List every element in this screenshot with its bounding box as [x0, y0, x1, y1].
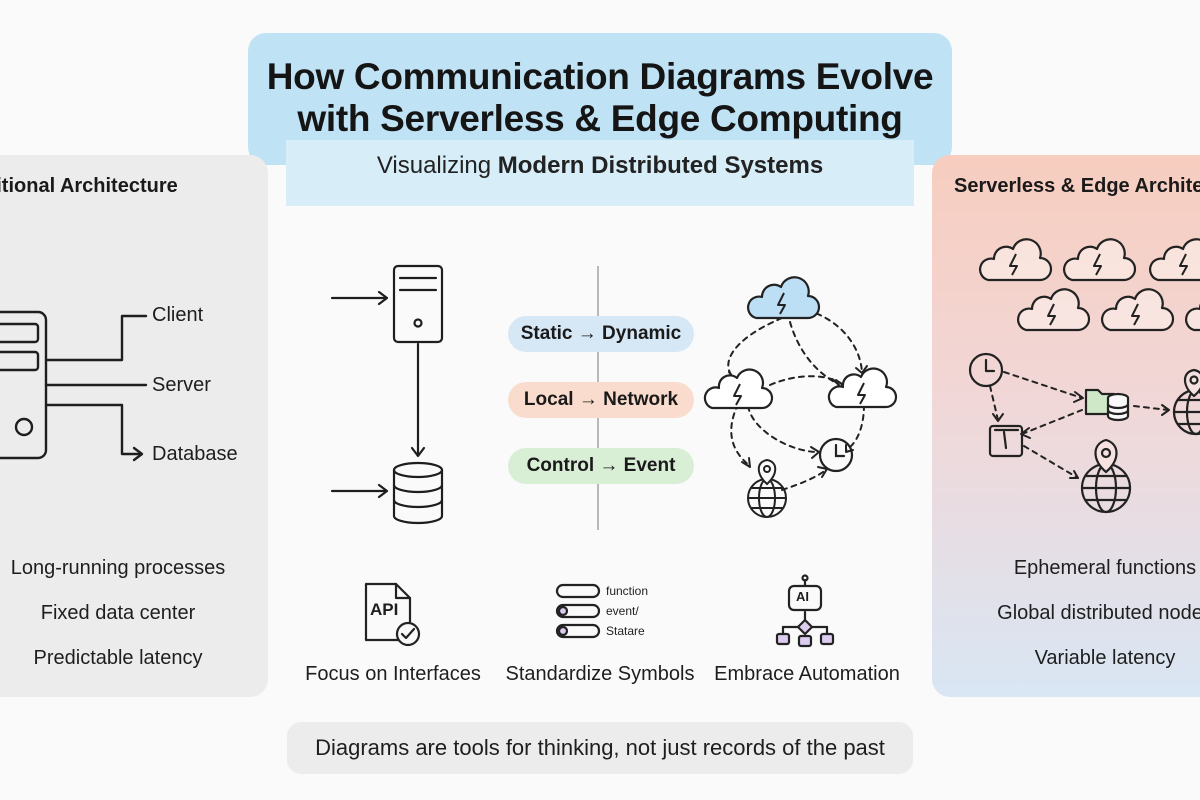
function-cloud-icon [1149, 238, 1200, 282]
page-title-line-1: How Communication Diagrams Evolve [266, 56, 934, 97]
symbol-label-function: function [606, 584, 649, 598]
serverless-edge-panel [932, 155, 1200, 697]
function-cloud-icon [1185, 303, 1200, 332]
traditional-architecture-panel [0, 155, 268, 697]
clock-icon [818, 437, 854, 473]
subtitle-prefix: Visualizing [376, 152, 498, 179]
edge-clock-icon [968, 352, 1004, 388]
subtitle-banner [286, 140, 914, 206]
edge-node-cube-icon [988, 424, 1024, 458]
left-panel-title: Traditional Architecture [0, 175, 178, 197]
edge-globe-pin-icon [1080, 438, 1132, 514]
footer-callout: Diagrams are tools for thinking, not jus… [287, 722, 913, 774]
center-database-icon [392, 461, 444, 525]
principle-automation: Embrace Automation [714, 663, 900, 685]
transition-local-network: Local → Network [508, 382, 694, 418]
function-cloud-icon [1101, 288, 1175, 332]
trait-long-running: Long-running processes [10, 557, 226, 579]
trait-ephemeral-functions: Ephemeral functions [1013, 557, 1197, 579]
ai-icon-label: AI [796, 589, 809, 604]
automation-robot-icon [775, 574, 835, 648]
trait-predictable-latency: Predictable latency [33, 647, 203, 669]
symbol-list-icon [555, 583, 601, 639]
symbol-label-state: Statare [606, 624, 645, 638]
cloud-top-icon [747, 276, 821, 320]
client-label: Client [152, 304, 204, 326]
globe-pin-icon [747, 458, 787, 518]
storage-database-icon [1106, 392, 1130, 422]
principle-interfaces: Focus on Interfaces [305, 663, 481, 685]
trait-global-nodes: Global distributed nodes [997, 602, 1200, 624]
center-server-icon [392, 264, 444, 344]
function-cloud-icon [979, 238, 1053, 282]
transition-static-dynamic: Static → Dynamic [508, 316, 694, 352]
function-cloud-icon [1017, 288, 1091, 332]
page-title-line-2: with Serverless & Edge Computing [297, 98, 903, 139]
server-label: Server [152, 374, 211, 396]
trait-variable-latency: Variable latency [1034, 647, 1176, 669]
right-panel-title: Serverless & Edge Architecture [954, 175, 1200, 197]
database-label: Database [152, 443, 238, 465]
trait-fixed-datacenter: Fixed data center [40, 602, 196, 624]
api-icon-label: API [370, 600, 399, 619]
transition-control-event: Control → Event [508, 448, 694, 484]
edge-globe-right-icon [1172, 368, 1200, 436]
subtitle-emphasis: Modern Distributed Systems [497, 152, 824, 179]
api-document-icon [364, 582, 412, 642]
function-cloud-icon [1063, 238, 1137, 282]
principle-symbols: Standardize Symbols [505, 663, 695, 685]
symbol-label-event: event/ [606, 604, 639, 618]
page-subtitle: Visualizing Modern Distributed Systems [286, 152, 914, 180]
